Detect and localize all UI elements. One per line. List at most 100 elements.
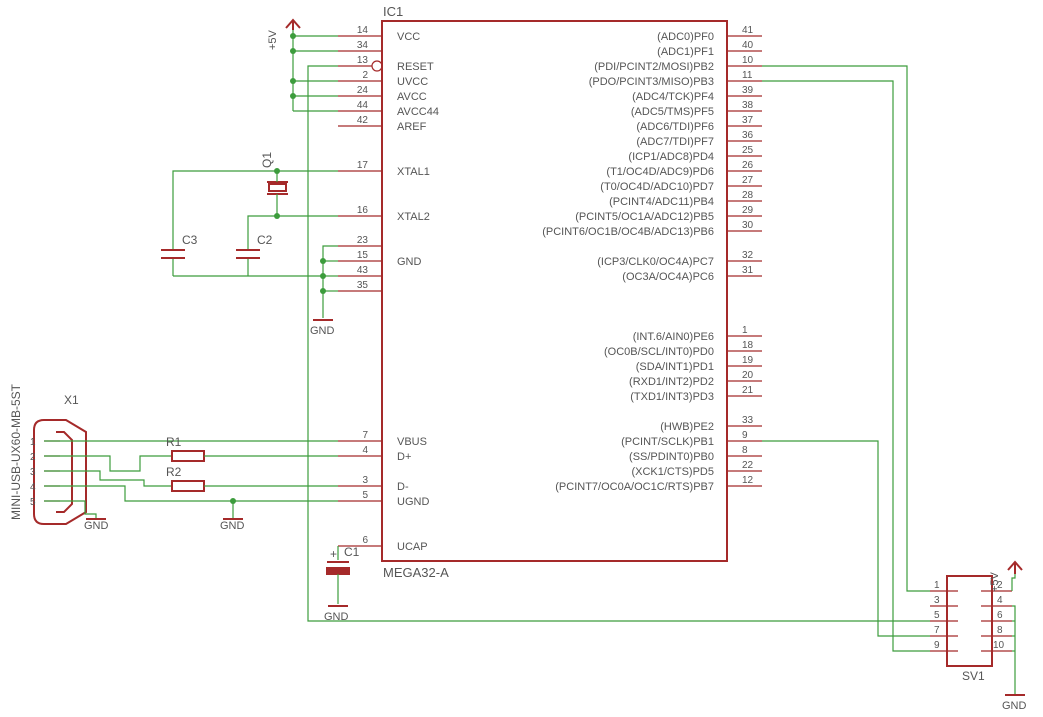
r2-label: R2 — [166, 465, 182, 479]
isp-nets — [762, 65, 930, 652]
ic1-pin-number-37: 37 — [742, 115, 754, 126]
capacitor-c2 — [236, 249, 260, 259]
sv1-label: SV1 — [962, 669, 985, 683]
ic1-pin-number-30: 30 — [742, 220, 754, 231]
ic1-pin-number-15: 15 — [357, 250, 369, 261]
sv1-pin-4: 4 — [997, 595, 1003, 606]
ic1-pin-name-21: (TXD1/INT3)PD3 — [630, 391, 714, 403]
ic1-pin-number-9: 9 — [742, 430, 748, 441]
ic1-pin-number-4: 4 — [362, 445, 368, 456]
sv1-pin-8: 8 — [997, 625, 1003, 636]
ic1-pin-name-12: (PCINT7/OC0A/OC1C/RTS)PB7 — [555, 481, 714, 493]
x1-pin-1: 1 — [30, 437, 36, 448]
x1-pin-5: 5 — [30, 497, 36, 508]
ic1-pin-name-8: (SS/PDINT0)PB0 — [629, 451, 714, 463]
ic1-pin-name-16: XTAL2 — [397, 211, 430, 223]
ic1-pin-name-37: (ADC6/TDI)PF6 — [636, 121, 714, 133]
usb-nets — [44, 440, 338, 520]
ic1-pin-name-14: VCC — [397, 31, 420, 43]
ic1-pin-name-22: (XCK1/CTS)PD5 — [631, 466, 714, 478]
ic1-pin-name-27: (T0/OC4D/ADC10)PD7 — [600, 181, 714, 193]
ic1-pin-number-36: 36 — [742, 130, 754, 141]
sv1-pin-7: 7 — [934, 625, 940, 636]
ic1-pin-number-26: 26 — [742, 160, 754, 171]
ic1-pin-number-18: 18 — [742, 340, 754, 351]
ic1-pin-number-1: 1 — [742, 325, 748, 336]
resistor-r1 — [150, 450, 224, 462]
ic1-pin-number-29: 29 — [742, 205, 754, 216]
ic1-pin-name-28: (PCINT4/ADC11)PB4 — [609, 196, 714, 208]
ic1-pin-name-19: (SDA/INT1)PD1 — [636, 361, 714, 373]
ic1-pin-name-6: UCAP — [397, 541, 428, 553]
ic1-pin-number-28: 28 — [742, 190, 754, 201]
ic1-pin-number-11: 11 — [742, 70, 753, 81]
c2-label: C2 — [257, 233, 273, 247]
ic1-pin-number-24: 24 — [357, 85, 369, 96]
c1-label: C1 — [344, 545, 360, 559]
ic1-pin-number-31: 31 — [742, 265, 754, 276]
sv1-right-nets — [1005, 574, 1025, 696]
ic1-pin-name-13: RESET — [397, 61, 434, 73]
ic1-pin-number-12: 12 — [742, 475, 754, 486]
ic1-pin-number-2: 2 — [362, 70, 368, 81]
c1-plus: + — [330, 547, 337, 561]
ic1-pin-number-32: 32 — [742, 250, 754, 261]
ic1-pin-number-38: 38 — [742, 100, 754, 111]
ic1-pin-number-34: 34 — [357, 40, 369, 51]
ic1-ref: IC1 — [383, 4, 403, 19]
ic1-pin-name-38: (ADC5/TMS)PF5 — [631, 106, 714, 118]
ic1-pin-name-17: XTAL1 — [397, 166, 430, 178]
sv1-pin-3: 3 — [934, 595, 940, 606]
ic1-pin-name-10: (PDI/PCINT2/MOSI)PB2 — [594, 61, 714, 73]
ic1-pin-number-14: 14 — [357, 25, 369, 36]
ic1-pin-name-33: (HWB)PE2 — [660, 421, 714, 433]
gnd-label-ic: GND — [310, 325, 335, 337]
ic1-pin-name-31: (OC3A/OC4A)PC6 — [622, 271, 714, 283]
gnd-label-ugnd: GND — [220, 520, 245, 532]
ic1-pin-name-18: (OC0B/SCL/INT0)PD0 — [604, 346, 714, 358]
gnd-label-sv1: GND — [1002, 700, 1027, 712]
ic1-pin-number-42: 42 — [357, 115, 369, 126]
sv1-pin-6: 6 — [997, 610, 1003, 621]
xtal-nets — [172, 168, 338, 277]
ic1-pin-name-29: (PCINT5/OC1A/ADC12)PB5 — [575, 211, 714, 223]
ic1-pin-name-41: (ADC0)PF0 — [657, 31, 714, 43]
reset-inversion-bubble — [371, 60, 383, 72]
usb-connector-x1 — [33, 419, 87, 525]
capacitor-c1 — [326, 546, 350, 607]
reset-net — [307, 65, 930, 622]
ic1-pin-number-35: 35 — [357, 280, 369, 291]
ic1-pin-number-13: 13 — [357, 55, 369, 66]
supply-5v-sv1 — [1007, 560, 1023, 574]
x1-pin-2: 2 — [30, 452, 36, 463]
ic1-pin-number-10: 10 — [742, 55, 754, 66]
resistor-r2 — [150, 480, 224, 492]
ic1-pin-number-27: 27 — [742, 175, 754, 186]
ic1-pin-number-33: 33 — [742, 415, 754, 426]
ic1-pin-number-6: 6 — [362, 535, 368, 546]
supply-5v-top-label: +5V — [267, 29, 279, 50]
sv1-pin-9: 9 — [934, 640, 940, 651]
ic1-pin-name-39: (ADC4/TCK)PF4 — [632, 91, 714, 103]
gnd-label-c1: GND — [324, 611, 349, 623]
ic1-pin-name-44: AVCC44 — [397, 106, 439, 118]
ic1-pin-number-23: 23 — [357, 235, 369, 246]
ic1-pin-name-26: (T1/OC4D/ADC9)PD6 — [606, 166, 714, 178]
ic1-pin-number-40: 40 — [742, 40, 754, 51]
ic1-pin-name-9: (PCINT/SCLK)PB1 — [621, 436, 714, 448]
ic1-pin-name-25: (ICP1/ADC8)PD4 — [628, 151, 714, 163]
x1-pin-3: 3 — [30, 467, 36, 478]
ic1-pin-number-20: 20 — [742, 370, 754, 381]
ic1-pin-name-11: (PDO/PCINT3/MISO)PB3 — [589, 76, 714, 88]
ic1-right-pins: 41(ADC0)PF040(ADC1)PF110(PDI/PCINT2/MOSI… — [542, 25, 762, 493]
ic1-pin-number-41: 41 — [742, 25, 754, 36]
crystal-q1 — [267, 181, 288, 195]
ic1-pin-number-5: 5 — [362, 490, 368, 501]
ic1-pin-number-25: 25 — [742, 145, 754, 156]
ic1-pin-number-8: 8 — [742, 445, 748, 456]
ic1-pin-name-1: (INT.6/AIN0)PE6 — [633, 331, 714, 343]
ic1-pin-name-4: D+ — [397, 451, 411, 463]
ic1-pin-number-22: 22 — [742, 460, 754, 471]
